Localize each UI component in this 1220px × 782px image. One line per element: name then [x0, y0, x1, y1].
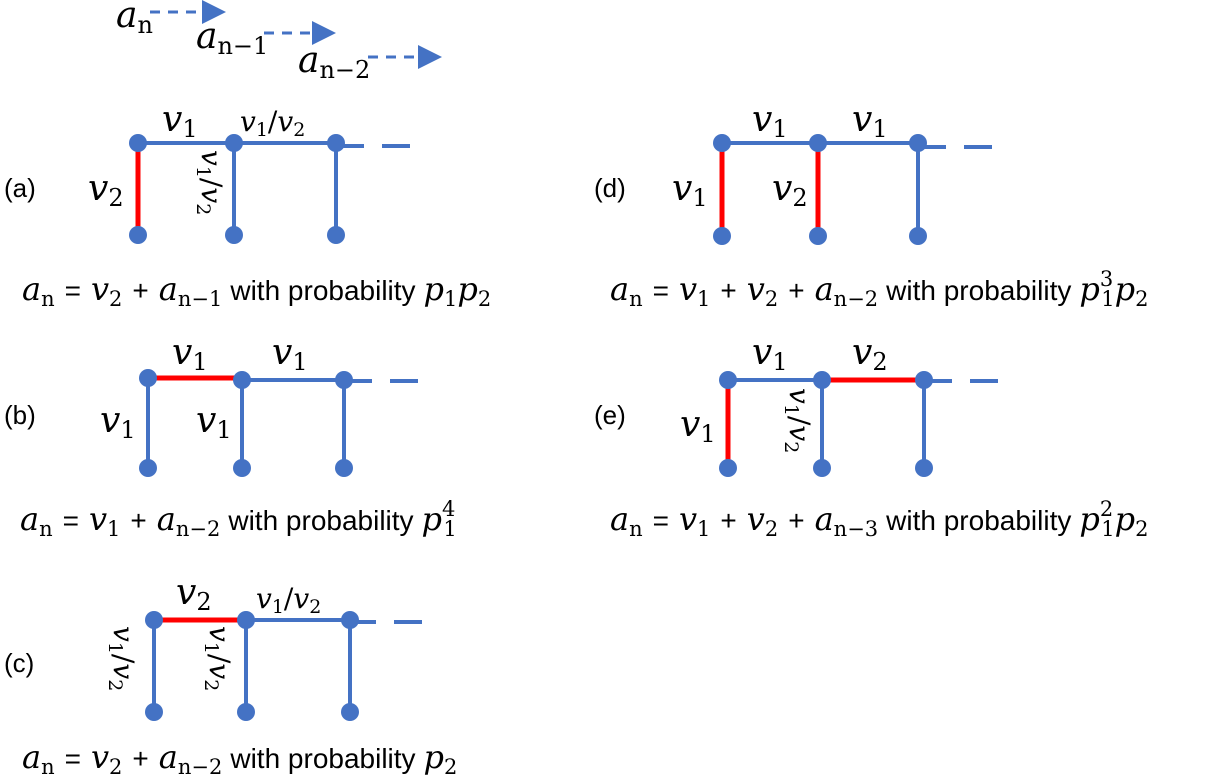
node: [909, 227, 927, 245]
node: [335, 459, 353, 477]
node: [341, 611, 359, 629]
node: [129, 134, 147, 152]
legend-an-2: an−2: [298, 40, 370, 84]
node: [139, 369, 157, 387]
label-top-right: v1: [272, 332, 308, 376]
node: [233, 459, 251, 477]
panel-label: (a): [4, 173, 36, 203]
label-leg-mid: v1: [196, 400, 232, 444]
node: [915, 371, 933, 389]
legend-an: an: [116, 0, 153, 39]
node: [129, 226, 147, 244]
legend: an an−1 an−2: [116, 0, 442, 84]
label-leg-mid-rotated: v1/v2: [200, 626, 236, 691]
node: [813, 371, 831, 389]
label-leg-left: v1: [680, 404, 716, 448]
node: [713, 134, 731, 152]
label-top-right: v1: [852, 99, 888, 143]
node: [233, 371, 251, 389]
node: [813, 459, 831, 477]
node: [719, 371, 737, 389]
node: [809, 227, 827, 245]
label-leg-left: v1: [100, 400, 136, 444]
label-leg-left: v1: [672, 168, 708, 212]
node: [225, 226, 243, 244]
label-top-left: v1: [752, 332, 788, 376]
label-top-right: v2: [852, 332, 888, 376]
node: [327, 134, 345, 152]
panel-label: (b): [4, 400, 36, 430]
node: [237, 703, 255, 721]
label-top-left: v1: [162, 99, 198, 143]
node: [915, 459, 933, 477]
node: [145, 611, 163, 629]
panel-label: (d): [594, 173, 626, 203]
label-leg-mid: v2: [772, 168, 808, 212]
node: [237, 611, 255, 629]
node: [327, 226, 345, 244]
node: [809, 134, 827, 152]
node: [341, 703, 359, 721]
label-top-left: v1: [172, 332, 208, 376]
node: [909, 134, 927, 152]
label-top-right: v1/v2: [256, 582, 321, 618]
node: [225, 134, 243, 152]
label-top-right: v1/v2: [240, 105, 305, 141]
node: [713, 227, 731, 245]
label-top-left: v1: [752, 99, 788, 143]
panel-label: (e): [594, 400, 626, 430]
node: [335, 371, 353, 389]
label-top-left: v2: [176, 572, 212, 616]
label-leg-left: v2: [88, 168, 124, 212]
legend-an-1: an−1: [196, 16, 268, 60]
panel-label: (c): [4, 648, 34, 678]
label-leg-left-rotated: v1/v2: [104, 626, 140, 691]
node: [145, 703, 163, 721]
node: [139, 459, 157, 477]
label-leg-mid-rotated: v1/v2: [780, 388, 816, 453]
node: [719, 459, 737, 477]
label-leg-mid-rotated: v1/v2: [192, 150, 228, 215]
